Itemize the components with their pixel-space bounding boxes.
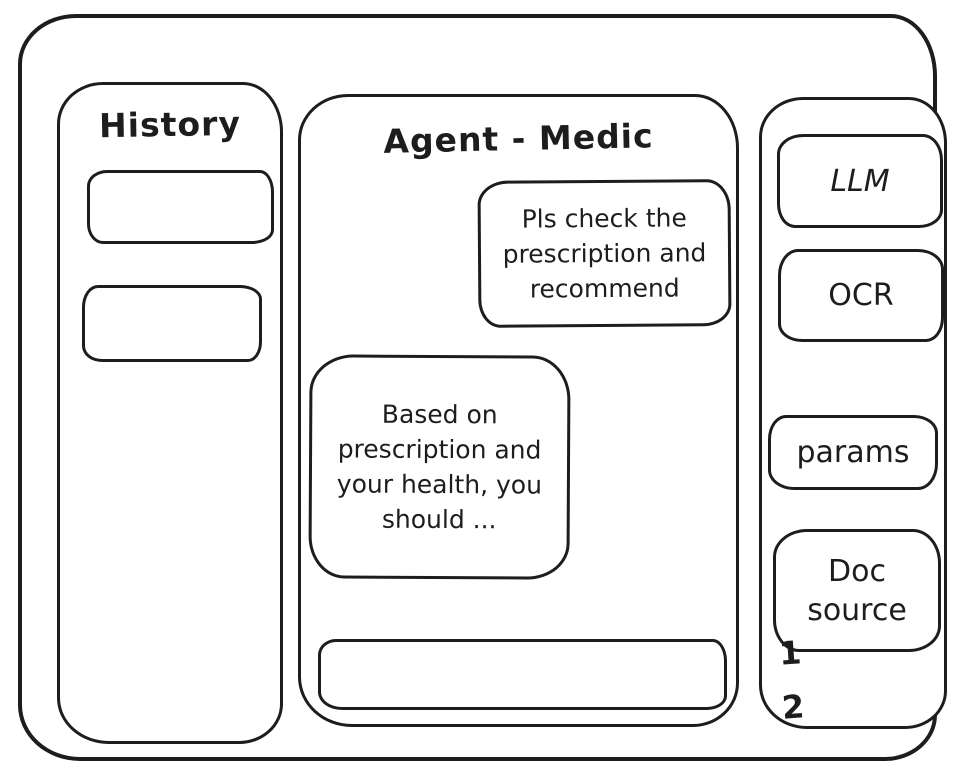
history-title: History xyxy=(98,103,242,146)
history-sidebar: History xyxy=(57,82,283,744)
annotation-2: 2 xyxy=(780,687,806,727)
annotation-1: 1 xyxy=(777,633,803,673)
user-message-bubble: Pls check the prescription and recommend xyxy=(477,179,732,328)
page-title: Agent - Medic xyxy=(383,116,654,161)
tool-doc-source-button[interactable]: Doc source xyxy=(773,529,941,652)
chat-input[interactable] xyxy=(318,639,727,710)
assistant-message-bubble: Based on prescription and your health, y… xyxy=(308,354,571,580)
tools-sidebar: LLM OCR params Doc source 1 2 xyxy=(759,97,947,729)
history-item-2[interactable] xyxy=(82,285,262,362)
tool-llm-button[interactable]: LLM xyxy=(777,134,943,228)
tool-params-button[interactable]: params xyxy=(768,415,938,490)
history-item-1[interactable] xyxy=(87,170,274,244)
tool-ocr-button[interactable]: OCR xyxy=(778,249,944,342)
app-frame: History Agent - Medic Pls check the pres… xyxy=(18,14,947,761)
chat-panel: Agent - Medic Pls check the prescription… xyxy=(298,94,739,727)
